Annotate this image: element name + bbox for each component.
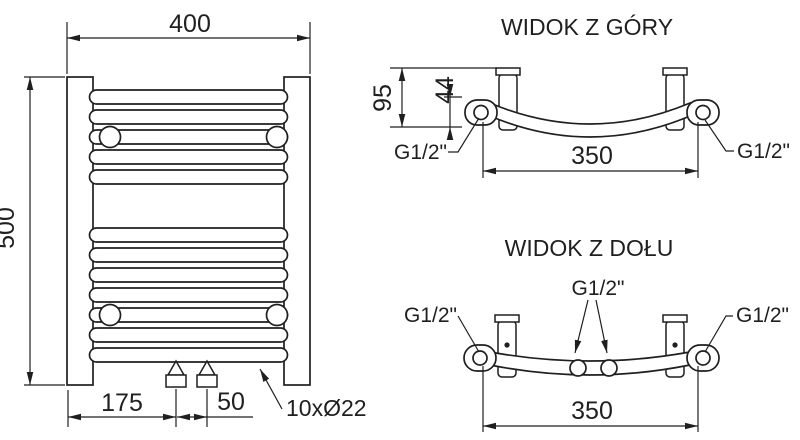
top-view: WIDOK Z GÓRY 95 4 [369,14,790,178]
tube [88,247,289,263]
front-view: 400 500 175 50 10xØ22 [0,10,367,427]
mounting-bracket [98,303,122,327]
valve-left [165,359,187,388]
tube [88,109,289,125]
svg-text:G1/2": G1/2" [404,304,457,327]
svg-text:G1/2": G1/2" [737,140,790,163]
tube [88,327,289,343]
rail-right [283,76,311,386]
dim-span-bottom-label: 350 [571,397,613,425]
tube [88,169,289,185]
mounting-bracket [265,303,289,327]
curved-tube [489,350,691,376]
rail-left [66,76,94,386]
dim-height-label: 500 [0,207,20,249]
connection-port-right [695,350,711,366]
dim-depth-label: 95 [369,84,397,112]
dimension-span-bottom: 350 [482,366,699,432]
dim-valve-offset-label: 175 [101,389,143,417]
tube [88,89,289,105]
connection-label-left: G1/2" [404,304,480,353]
tube [88,267,289,283]
connection-label-right: G1/2" [704,304,789,353]
connection-label-left: G1/2" [394,117,480,164]
svg-text:G1/2": G1/2" [736,304,789,327]
tube-count-note: 10xØ22 [259,368,367,421]
mounting-bracket [98,125,122,149]
bottom-view: WIDOK Z DOŁU G1/2" [404,235,789,432]
tube-note-label: 10xØ22 [286,395,367,421]
connection-port-right [695,104,711,121]
svg-text:G1/2": G1/2" [572,277,625,300]
svg-text:G1/2": G1/2" [394,141,447,164]
dim-width-label: 400 [169,10,211,38]
dim-span-top-label: 350 [571,142,613,170]
top-view-title: WIDOK Z GÓRY [501,14,673,40]
connection-port-left [473,104,489,121]
bottom-view-title: WIDOK Z DOŁU [505,235,674,261]
connection-port-left [472,350,488,366]
connection-label-right: G1/2" [704,119,790,163]
tube [88,227,289,243]
dimension-depth: 95 [369,68,462,128]
valve-right [196,359,218,388]
dimension-valves: 175 50 [67,388,253,427]
dimension-axis: 44 [431,76,462,140]
curved-tube [489,101,691,138]
center-connection-port [569,359,587,377]
connection-label-center: G1/2" [572,277,625,354]
dimension-width: 400 [66,10,311,74]
dimension-height: 500 [0,76,65,386]
tube [88,149,289,165]
dim-axis-label: 44 [431,76,459,104]
center-connection-port [600,359,618,377]
tube [88,347,289,363]
dim-valve-spacing-label: 50 [217,388,245,416]
mounting-bracket [265,125,289,149]
tube [88,287,289,303]
dimension-span-top: 350 [482,122,699,178]
